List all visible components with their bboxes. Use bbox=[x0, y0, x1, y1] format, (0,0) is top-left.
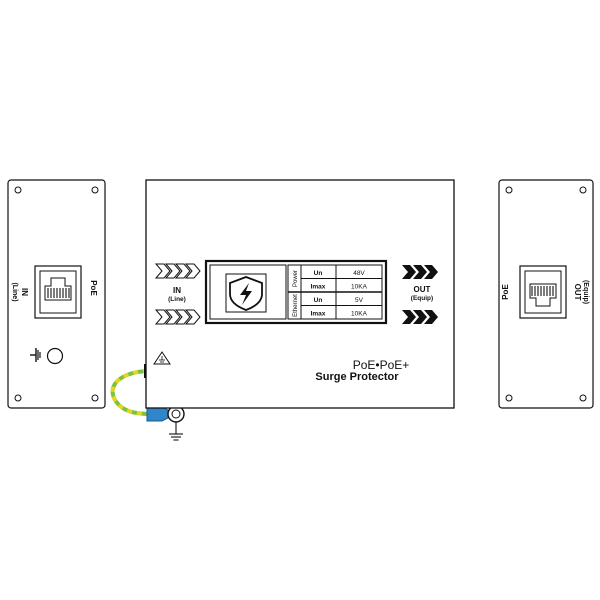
main-panel: IN (Line) OUT (Equip) bbox=[145, 179, 455, 409]
power-imax-value: 10KA bbox=[351, 284, 368, 291]
left-ground-terminal bbox=[46, 347, 64, 365]
power-imax-param: Imax bbox=[311, 284, 326, 291]
ground-warning-icon bbox=[153, 351, 171, 365]
product-title-line2: Surge Protector bbox=[315, 371, 399, 383]
group-power-label: Power bbox=[293, 270, 299, 287]
ethernet-imax-value: 10KA bbox=[351, 311, 368, 318]
right-rj45-port-icon bbox=[519, 265, 567, 319]
product-title-line1: PoE•PoE+ bbox=[353, 358, 410, 372]
main-in-label: IN bbox=[173, 286, 181, 295]
power-un-value: 48V bbox=[353, 270, 365, 277]
left-rj45-port-icon bbox=[34, 265, 82, 319]
right-equip-label: (Equip) bbox=[582, 280, 589, 304]
power-un-param: Un bbox=[314, 270, 323, 277]
ground-terminal-lug bbox=[146, 406, 169, 422]
ethernet-un-value: 5V bbox=[355, 297, 364, 304]
main-line-label: (Line) bbox=[168, 296, 186, 303]
right-out-label: OUT bbox=[573, 284, 582, 301]
spec-table: Power Ethernet Un 48V Imax 10KA Un 5V Im… bbox=[287, 264, 383, 320]
ethernet-imax-param: Imax bbox=[311, 311, 326, 318]
lightning-shield-icon bbox=[225, 273, 267, 313]
main-out-label: OUT bbox=[414, 285, 431, 294]
spec-plate: Power Ethernet Un 48V Imax 10KA Un 5V Im… bbox=[204, 259, 388, 325]
ground-symbol-icon bbox=[169, 422, 183, 441]
left-ground-icon bbox=[30, 348, 41, 362]
left-panel: PoE IN (Line) bbox=[7, 179, 106, 409]
right-poe-label: PoE bbox=[501, 284, 510, 300]
group-ethernet-label: Ethernet bbox=[293, 294, 299, 317]
main-equip-label: (Equip) bbox=[411, 295, 433, 302]
left-poe-label: PoE bbox=[89, 280, 98, 296]
left-in-label: IN bbox=[20, 288, 29, 296]
ground-wire bbox=[110, 364, 185, 441]
left-line-label: (Line) bbox=[11, 282, 18, 301]
right-panel: PoE OUT (Equip) bbox=[498, 179, 594, 409]
ethernet-un-param: Un bbox=[314, 297, 323, 304]
